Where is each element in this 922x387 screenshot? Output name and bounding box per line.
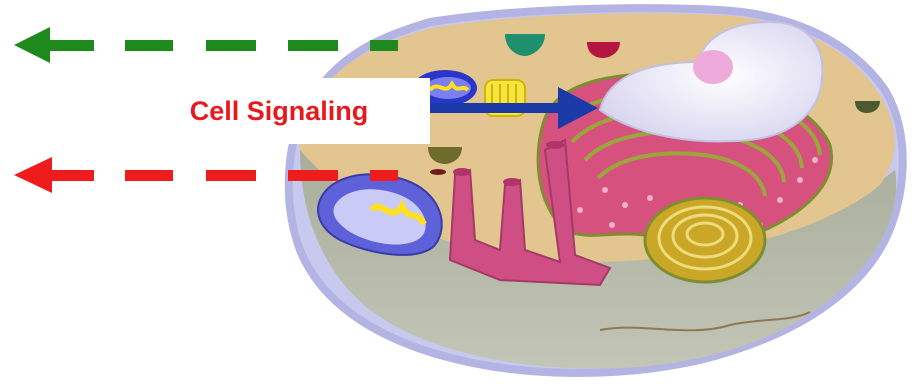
nucleolus xyxy=(693,50,733,84)
arrow-left-green-icon xyxy=(14,27,398,63)
cell-signaling-label: Cell Signaling xyxy=(190,96,369,127)
golgi-apparatus xyxy=(645,198,765,282)
cell-diagram-icon xyxy=(289,8,903,373)
label-box: Cell Signaling xyxy=(128,78,430,144)
